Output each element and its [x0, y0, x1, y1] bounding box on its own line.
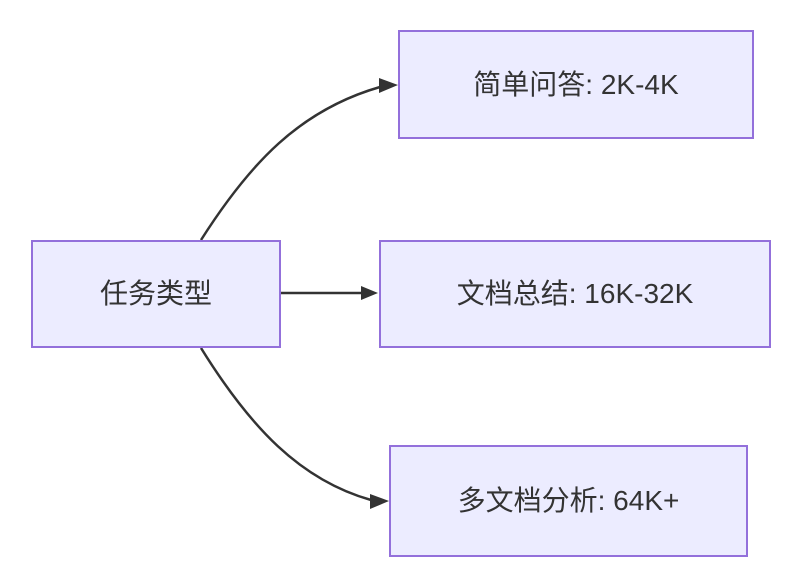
- arrowhead-multi-doc-icon: [370, 494, 389, 509]
- node-multi-doc-label: 多文档分析: 64K+: [457, 485, 680, 517]
- arrowhead-doc-summary-icon: [361, 286, 378, 300]
- edge-task-type-to-simple-qa: [199, 85, 381, 241]
- node-task-type: 任务类型: [31, 240, 281, 348]
- node-task-type-label: 任务类型: [99, 278, 212, 310]
- edge-task-type-to-multi-doc: [199, 347, 372, 502]
- node-doc-summary-label: 文档总结: 16K-32K: [456, 278, 694, 310]
- node-simple-qa-label: 简单问答: 2K-4K: [473, 68, 679, 100]
- arrowhead-simple-qa-icon: [379, 78, 398, 93]
- node-doc-summary: 文档总结: 16K-32K: [379, 240, 771, 348]
- node-multi-doc: 多文档分析: 64K+: [389, 445, 748, 557]
- node-simple-qa: 简单问答: 2K-4K: [398, 30, 754, 139]
